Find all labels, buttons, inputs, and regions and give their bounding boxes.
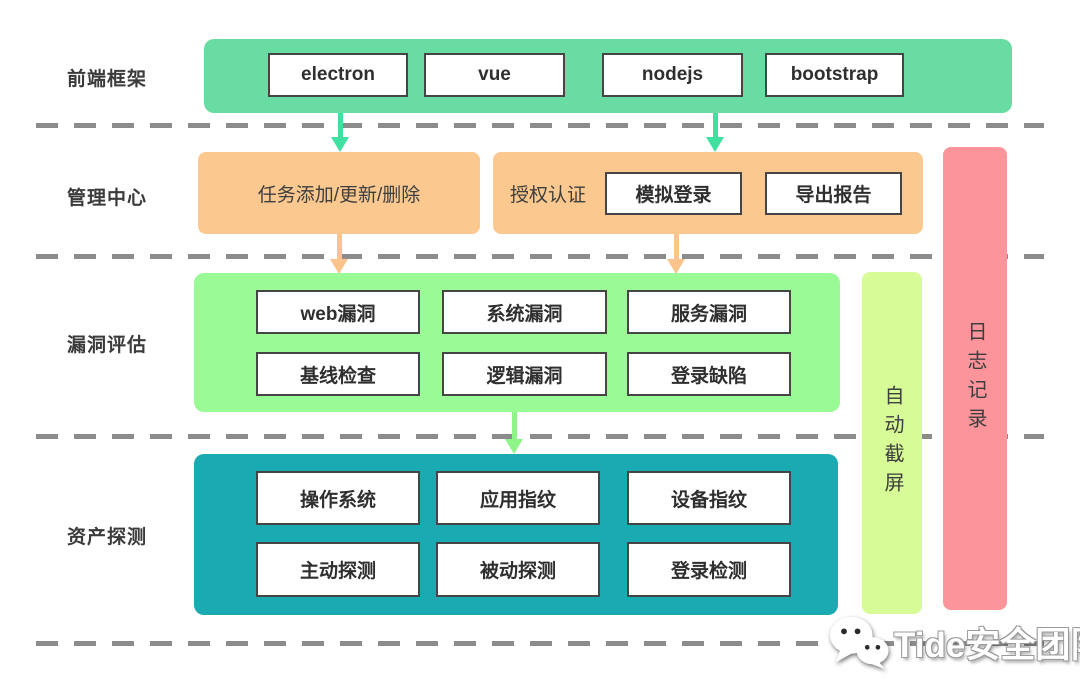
node-app-fingerprint: 应用指纹 <box>436 471 600 525</box>
node-os: 操作系统 <box>256 471 420 525</box>
arrow-stem <box>511 412 517 439</box>
arrow-task-to-vuln <box>330 234 348 274</box>
node-service-vuln: 服务漏洞 <box>627 290 791 334</box>
row-label-frontend: 前端框架 <box>66 69 147 90</box>
log-record-label: 日志记录 <box>964 320 986 437</box>
node-baseline-check: 基线检查 <box>256 352 420 396</box>
auto-screenshot-panel: 自动截屏 <box>862 272 922 614</box>
task-panel: 任务添加/更新/删除 <box>198 152 480 234</box>
log-record-panel: 日志记录 <box>943 147 1007 610</box>
wechat-icon <box>829 616 889 670</box>
node-web-vuln: web漏洞 <box>256 290 420 334</box>
arrow-stem <box>337 113 343 137</box>
node-login-defect: 登录缺陷 <box>627 352 791 396</box>
node-login-detect: 登录检测 <box>627 542 791 597</box>
dashed-separator-2 <box>36 254 1044 259</box>
node-nodejs: nodejs <box>602 53 743 97</box>
arrow-head-icon <box>667 259 685 274</box>
auth-label: 授权认证 <box>509 184 586 206</box>
node-bootstrap: bootstrap <box>765 53 904 97</box>
arrow-head-icon <box>330 259 348 274</box>
arrow-frontend-to-auth <box>706 113 724 152</box>
watermark-text: Tide安全团队 <box>894 625 1080 665</box>
arrow-auth-to-vuln <box>667 234 685 274</box>
auto-screenshot-label: 自动截屏 <box>881 385 903 501</box>
node-system-vuln: 系统漏洞 <box>442 290 607 334</box>
arrow-stem <box>673 234 679 259</box>
arrow-head-icon <box>505 439 523 454</box>
node-vue: vue <box>424 53 565 97</box>
arrow-frontend-to-task <box>331 113 349 152</box>
asset-panel: 操作系统 应用指纹 设备指纹 主动探测 被动探测 登录检测 <box>194 454 838 615</box>
arrow-stem <box>712 113 718 137</box>
arrow-head-icon <box>706 137 724 152</box>
row-label-asset: 资产探测 <box>66 527 147 548</box>
node-passive-detect: 被动探测 <box>436 542 600 597</box>
row-label-vuln: 漏洞评估 <box>66 335 147 356</box>
arrow-vuln-to-asset <box>505 412 523 454</box>
arrow-head-icon <box>331 137 349 152</box>
auth-panel: 授权认证 模拟登录 导出报告 <box>493 152 923 234</box>
task-label: 任务添加/更新/删除 <box>257 184 421 206</box>
node-device-fingerprint: 设备指纹 <box>627 471 791 525</box>
node-simulated-login: 模拟登录 <box>605 172 742 215</box>
frontend-panel: electron vue nodejs bootstrap <box>204 39 1012 113</box>
row-label-management: 管理中心 <box>66 188 147 209</box>
dashed-separator-4 <box>36 641 1044 646</box>
watermark: Tide安全团队 <box>828 606 1080 678</box>
node-export-report: 导出报告 <box>765 172 902 215</box>
node-electron: electron <box>268 53 408 97</box>
node-logic-vuln: 逻辑漏洞 <box>442 352 607 396</box>
dashed-separator-1 <box>36 123 1044 128</box>
vuln-panel: web漏洞 系统漏洞 服务漏洞 基线检查 逻辑漏洞 登录缺陷 <box>194 273 840 412</box>
node-active-detect: 主动探测 <box>256 542 420 597</box>
dashed-separator-3 <box>36 434 1044 439</box>
arrow-stem <box>336 234 342 259</box>
